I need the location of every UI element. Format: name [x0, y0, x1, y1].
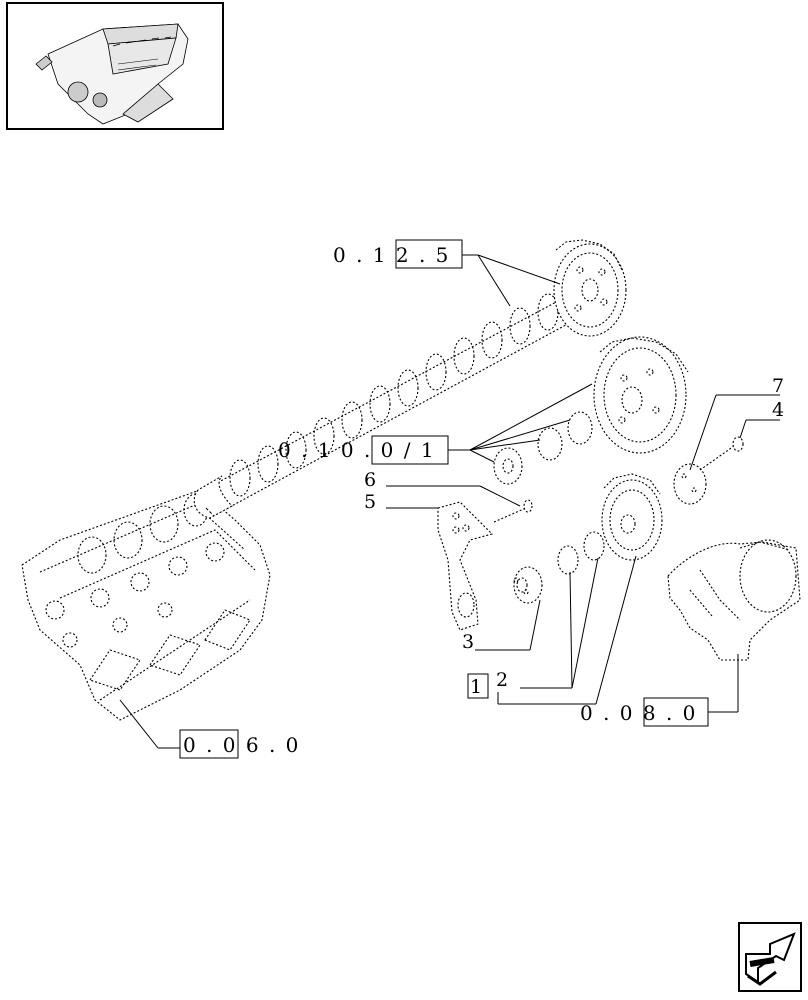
engine-icon: [35, 23, 189, 125]
svg-text:0 . 0 6 . 0: 0 . 0 6 . 0: [183, 733, 300, 757]
next-page-button[interactable]: [738, 922, 802, 992]
engine-thumbnail: [6, 2, 224, 130]
svg-text:0 . 1 0 . 0 / 1: 0 . 1 0 . 0 / 1: [278, 438, 436, 462]
callout-5: 5: [364, 491, 376, 513]
ref-top[interactable]: 0 . 1 2 . 5: [333, 239, 463, 269]
callout-2: 2: [496, 669, 508, 691]
leader-lines: [386, 254, 780, 713]
callout-7: 7: [772, 375, 784, 397]
next-page-arrow-icon: [745, 932, 796, 986]
ref-lower-left[interactable]: 0 . 0 6 . 0: [179, 729, 300, 759]
svg-text:1: 1: [470, 676, 482, 698]
camshaft-gear: [553, 239, 627, 337]
crankshaft: [667, 539, 801, 712]
engine-block: [21, 489, 271, 749]
callout-1-box: 1: [467, 673, 489, 699]
svg-text:0 . 0 8 . 0: 0 . 0 8 . 0: [580, 701, 697, 725]
ref-lower-right[interactable]: 0 . 0 8 . 0: [580, 697, 709, 727]
callout-3: 3: [462, 631, 474, 653]
callout-4: 4: [772, 399, 784, 421]
intermediate-gear-assembly: [493, 336, 689, 485]
callout-6: 6: [364, 469, 376, 491]
camshaft: [193, 293, 576, 519]
svg-text:0 . 1 2 . 5: 0 . 1 2 . 5: [333, 243, 450, 267]
ref-middle[interactable]: 0 . 1 0 . 0 / 1: [278, 435, 449, 465]
idler-gear-assembly: [437, 436, 744, 631]
